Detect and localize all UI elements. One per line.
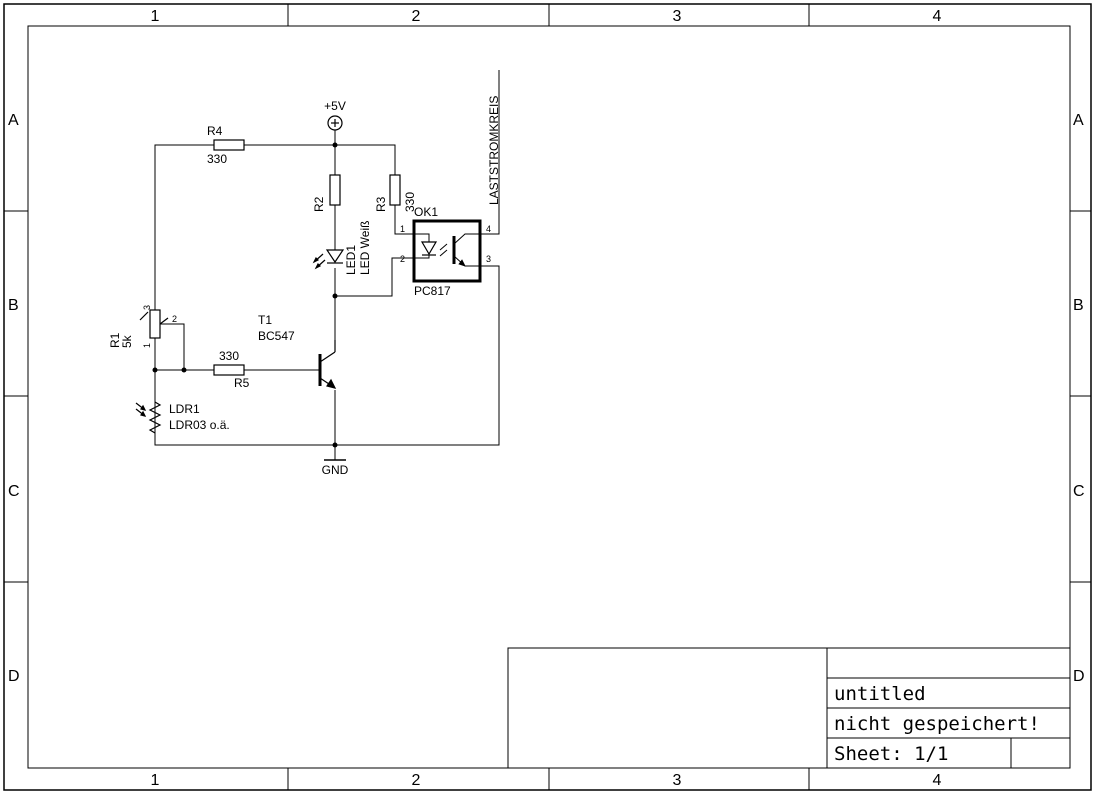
r1-pin2: 2 <box>172 314 177 324</box>
title-block-status: nicht gespeichert! <box>834 713 1040 735</box>
resistor-r5 <box>213 364 245 376</box>
led1-name: LED1 <box>344 245 358 275</box>
frame-row-right-d: D <box>1073 668 1085 685</box>
frame-row-left-d: D <box>8 668 20 685</box>
title-block-title: untitled <box>834 683 926 705</box>
junctions <box>152 142 338 448</box>
junction-dot <box>332 142 338 148</box>
t1-name: T1 <box>258 313 272 327</box>
ldr1-name: LDR1 <box>169 402 200 416</box>
ldr-ldr1 <box>135 401 162 434</box>
ok1-pin3: 3 <box>486 254 491 264</box>
r2-name: R2 <box>312 196 326 212</box>
r1-value: 5k <box>120 334 134 348</box>
potentiometer-r1 <box>139 309 169 339</box>
r3-value: 330 <box>403 192 417 212</box>
ldr1-value: LDR03 o.ä. <box>169 418 230 432</box>
frame-col-top-1: 1 <box>151 8 160 25</box>
junction-dot <box>332 293 338 299</box>
r4-value: 330 <box>207 152 227 166</box>
frame-col-bottom-1: 1 <box>151 772 160 789</box>
resistor-r2 <box>329 174 341 206</box>
r3-name: R3 <box>374 196 388 212</box>
frame-column-labels: 1 2 3 4 1 2 3 4 <box>151 8 942 789</box>
ok1-value: PC817 <box>414 284 451 298</box>
title-block-sheet: Sheet: 1/1 <box>834 743 948 765</box>
supply-symbol <box>327 115 343 131</box>
r5-name: R5 <box>234 376 250 390</box>
led-led1 <box>312 249 345 270</box>
frame-col-top-3: 3 <box>673 8 682 25</box>
r4-name: R4 <box>207 124 223 138</box>
ground-label: GND <box>322 463 349 477</box>
led1-value: LED Weiß <box>358 221 372 275</box>
resistor-r3 <box>389 174 401 206</box>
r1-name: R1 <box>108 332 122 348</box>
frame-row-left-b: B <box>8 297 19 314</box>
junction-dot <box>332 442 338 448</box>
resistor-r4 <box>213 139 245 151</box>
frame-row-left-a: A <box>8 112 19 129</box>
r1-pin3: 3 <box>142 305 152 310</box>
junction-dot <box>181 367 187 373</box>
frame-col-bottom-3: 3 <box>673 772 682 789</box>
junction-dot <box>152 367 158 373</box>
ok1-pin1: 1 <box>400 224 405 234</box>
frame-col-top-4: 4 <box>933 8 942 25</box>
frame-row-right-c: C <box>1073 483 1085 500</box>
frame-col-bottom-4: 4 <box>933 772 942 789</box>
frame-row-left-c: C <box>8 483 20 500</box>
supply-label: +5V <box>324 99 346 113</box>
t1-value: BC547 <box>258 329 295 343</box>
optocoupler-ok1 <box>412 219 482 283</box>
frame-row-right-a: A <box>1073 112 1084 129</box>
r1-pin1: 1 <box>142 343 152 348</box>
title-block <box>507 647 1071 769</box>
frame-row-labels: A B C D A B C D <box>8 112 1085 685</box>
frame-row-right-b: B <box>1073 297 1084 314</box>
ok1-pin4: 4 <box>486 224 491 234</box>
ok1-name: OK1 <box>414 205 438 219</box>
drawing-frame <box>3 3 1092 791</box>
r5-value: 330 <box>219 349 239 363</box>
frame-col-top-2: 2 <box>412 8 421 25</box>
ok1-pin2: 2 <box>400 254 405 264</box>
transistor-t1 <box>318 340 337 389</box>
frame-col-bottom-2: 2 <box>412 772 421 789</box>
net-label-laststromkreis: LASTSTROMKREIS <box>487 96 501 205</box>
